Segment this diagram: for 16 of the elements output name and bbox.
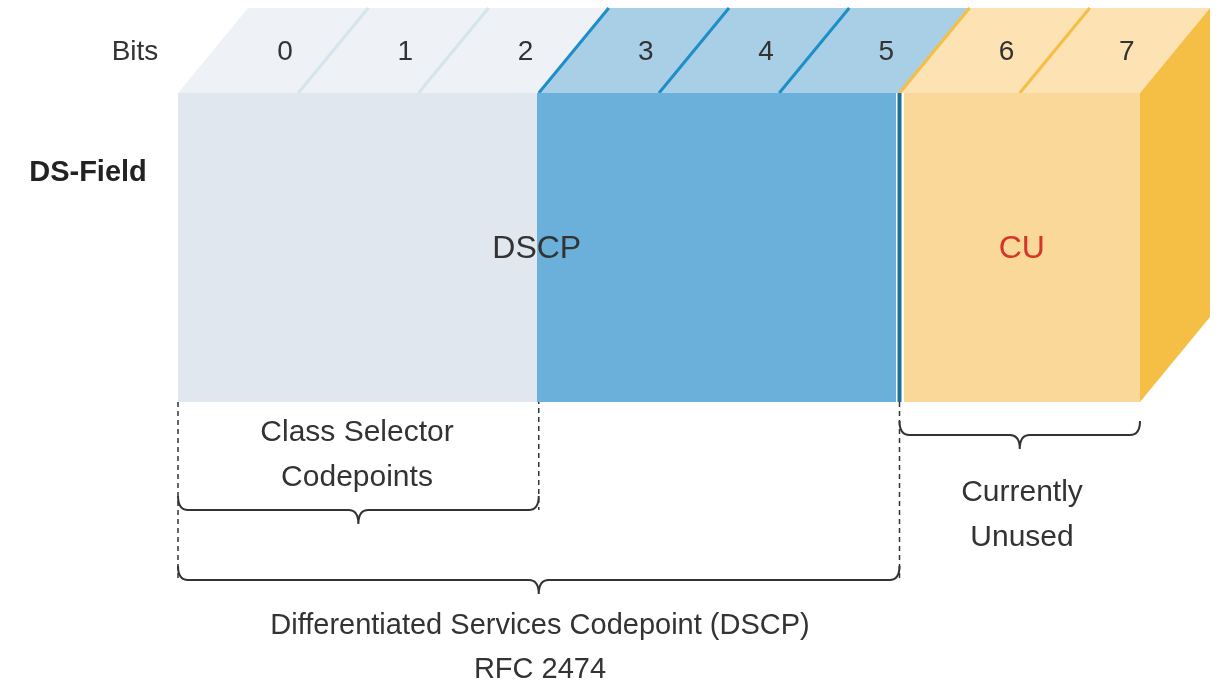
bit-number: 2 <box>516 34 535 68</box>
bit-number: 3 <box>637 34 655 68</box>
bit-number: 4 <box>757 34 775 68</box>
bit-number: 0 <box>276 34 294 68</box>
cu-field-region <box>903 93 1140 402</box>
bit-number: 1 <box>396 34 415 68</box>
bit-number: 6 <box>997 34 1016 68</box>
row-label: Bits <box>110 34 160 68</box>
bracket-label: Differentiated Services Codepoint (DSCP) RFC 2474 <box>269 607 811 685</box>
dscp-field-region <box>178 93 896 402</box>
field-label: DS-Field <box>28 154 148 189</box>
bracket-label: Currently Unused <box>960 473 1084 554</box>
bit-number: 5 <box>877 34 896 68</box>
bracket-label: Class Selector Codepoints <box>259 413 455 494</box>
bit-number: 7 <box>1118 34 1136 68</box>
field-name: CU <box>998 229 1045 266</box>
